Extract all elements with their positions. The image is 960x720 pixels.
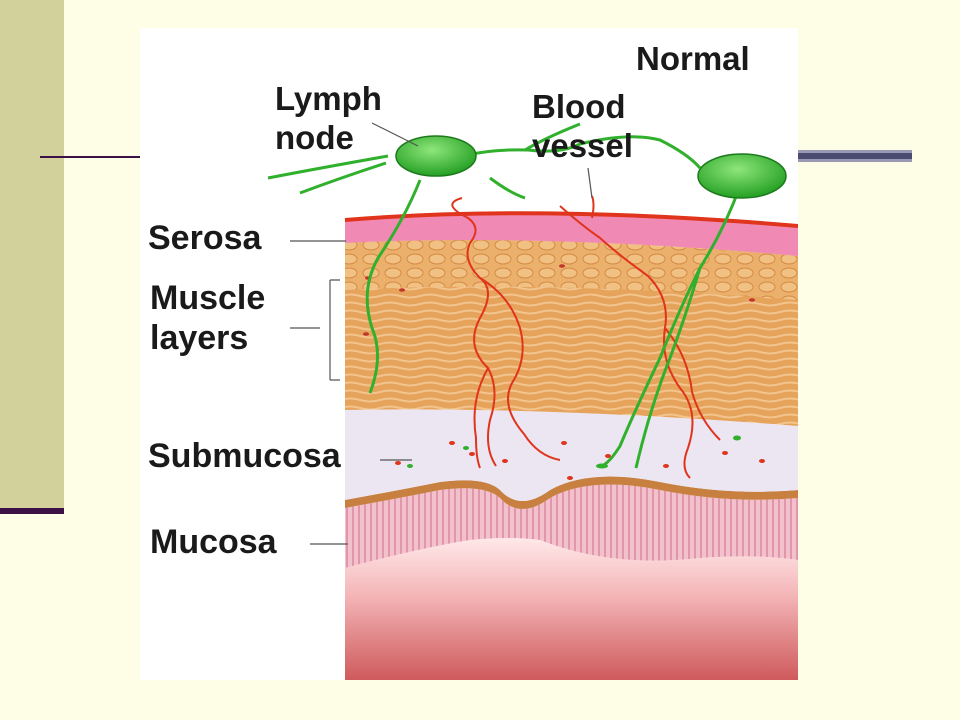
label-blood-vessel: Blood vessel [532, 88, 633, 164]
diagram-illustration [267, 122, 798, 680]
slide-side-bar [0, 0, 64, 510]
lymph-vessels [267, 122, 742, 469]
diagram-title: Normal [636, 40, 750, 77]
label-muscle-layers: Muscle layers [150, 279, 266, 358]
label-submucosa: Submucosa [148, 437, 341, 475]
submucosa-layer [345, 409, 798, 501]
title-rule-left [40, 156, 145, 158]
serosa-layer [344, 211, 798, 256]
title-rule-right [790, 150, 912, 162]
side-bar-accent [0, 508, 64, 514]
mucosa-layer [345, 484, 798, 568]
label-lymph-node: Lymph node [275, 80, 382, 156]
muscle-layers [345, 239, 798, 426]
lumen [345, 538, 798, 680]
leader-lines [290, 122, 593, 545]
label-mucosa: Mucosa [150, 523, 277, 561]
muscularis-mucosa-line [345, 476, 798, 509]
label-serosa: Serosa [148, 219, 262, 257]
lymph-nodes [395, 135, 787, 199]
intestinal-wall-diagram: Normal Lymph node Blood vessel Serosa Mu… [140, 28, 798, 680]
